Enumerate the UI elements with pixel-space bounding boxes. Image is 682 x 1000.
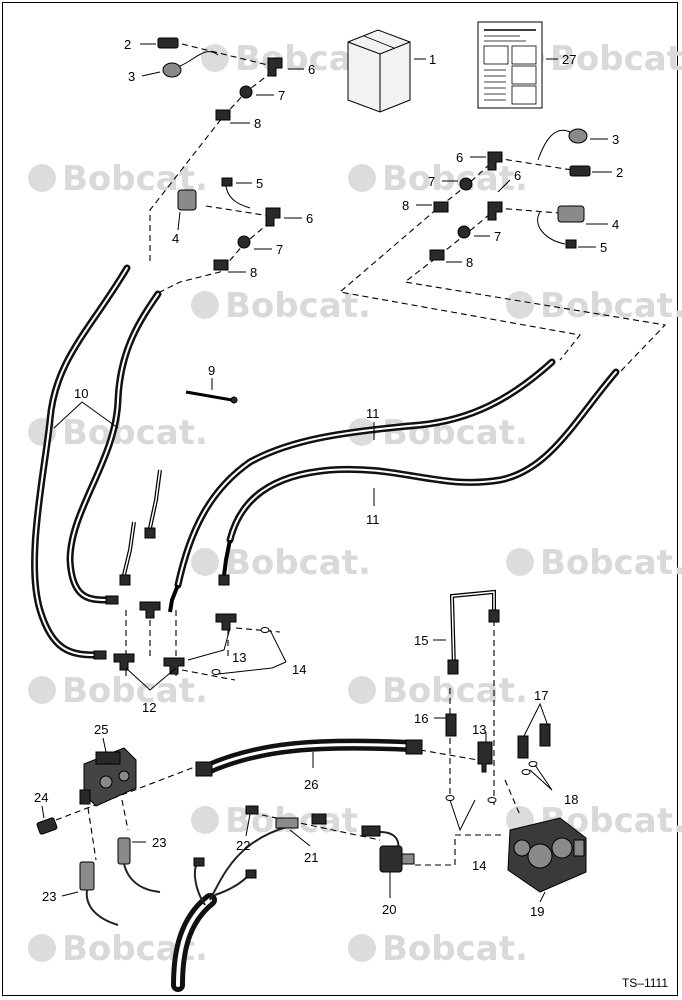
callout-20: 20 (382, 902, 396, 917)
callout-14: 14 (472, 858, 486, 873)
callout-12: 12 (142, 700, 156, 715)
callout-8: 8 (250, 265, 257, 280)
callout-24: 24 (34, 790, 48, 805)
valve-19 (507, 817, 587, 893)
callout-2: 2 (124, 37, 131, 52)
steel-tubes (119, 469, 232, 613)
callout-18: 18 (564, 792, 578, 807)
callout-7: 7 (276, 242, 283, 257)
callout-11: 11 (366, 512, 380, 527)
callout-6: 6 (456, 150, 463, 165)
callout-7: 7 (428, 174, 435, 189)
callout-26: 26 (304, 777, 318, 792)
sensors-23 (79, 837, 161, 926)
valve-25 (79, 747, 137, 807)
callout-21: 21 (304, 850, 318, 865)
hose-26 (195, 738, 423, 777)
watermark-14: Bobcat. (506, 801, 682, 841)
svg-text:Bobcat.: Bobcat. (62, 413, 208, 453)
kit-box (347, 29, 411, 113)
fitting-24 (36, 817, 58, 835)
callout-6: 6 (308, 62, 315, 77)
callout-4: 4 (612, 217, 619, 232)
callout-25: 25 (94, 722, 108, 737)
callout-3: 3 (612, 132, 619, 147)
fittings-top-right (429, 128, 591, 261)
callout-23: 23 (152, 835, 166, 850)
watermark-6: Bobcat. (506, 286, 682, 326)
callout-leaders (41, 43, 612, 903)
svg-text:Bobcat.: Bobcat. (62, 671, 208, 711)
watermark-4: Bobcat. (348, 159, 528, 199)
callout-7: 7 (278, 88, 285, 103)
callout-23: 23 (42, 889, 56, 904)
watermark-10: Bobcat. (506, 543, 682, 583)
callout-3: 3 (128, 69, 135, 84)
callout-16: 16 (414, 711, 428, 726)
instruction-sheet (477, 21, 543, 109)
svg-text:Bobcat.: Bobcat. (540, 286, 682, 326)
callout-15: 15 (414, 633, 428, 648)
callout-1: 1 (429, 52, 436, 67)
watermark-12: Bobcat. (348, 671, 528, 711)
svg-text:Bobcat.: Bobcat. (225, 286, 371, 326)
figure-id-label: TS–1111 (621, 976, 668, 990)
solenoid-20 (361, 825, 415, 873)
svg-text:Bobcat.: Bobcat. (225, 543, 371, 583)
pin-9 (185, 390, 238, 404)
callout-2: 2 (616, 165, 623, 180)
callout-8: 8 (466, 255, 473, 270)
callout-labels: 1 27 2 3 6 7 8 5 4 6 7 8 3 6 2 7 6 8 4 7… (34, 37, 623, 919)
callout-8: 8 (402, 198, 409, 213)
callout-6: 6 (514, 168, 521, 183)
callout-17: 17 (534, 688, 548, 703)
watermark-11: Bobcat. (28, 671, 208, 711)
tee-fittings (113, 601, 538, 803)
hose-10-pair (31, 264, 162, 660)
hose-11-pair (174, 358, 620, 589)
watermark-9: Bobcat. (191, 543, 371, 583)
svg-text:Bobcat.: Bobcat. (382, 929, 528, 969)
steel-tube-15 (447, 589, 500, 675)
callout-8: 8 (254, 116, 261, 131)
callout-7: 7 (494, 229, 501, 244)
svg-text:Bobcat.: Bobcat. (382, 671, 528, 711)
fittings-top-left (157, 37, 283, 271)
callout-19: 19 (530, 904, 544, 919)
svg-text:Bobcat.: Bobcat. (540, 543, 682, 583)
svg-text:Bobcat.: Bobcat. (550, 39, 682, 79)
callout-13: 13 (232, 650, 246, 665)
svg-text:Bobcat.: Bobcat. (382, 159, 528, 199)
watermark-16: Bobcat. (348, 929, 528, 969)
callout-5: 5 (600, 240, 607, 255)
callout-27: 27 (562, 52, 576, 67)
callout-5: 5 (256, 176, 263, 191)
watermark-layer: Bobcat. Bobcat. Bobcat. Bobcat. Bobcat. … (28, 39, 682, 969)
callout-11: 11 (366, 406, 380, 421)
callout-22: 22 (236, 838, 250, 853)
adapters (445, 713, 551, 759)
callout-6: 6 (306, 211, 313, 226)
wire-harness (171, 805, 327, 992)
callout-14: 14 (292, 662, 306, 677)
callout-10: 10 (74, 386, 88, 401)
callout-4: 4 (172, 231, 179, 246)
watermark-5: Bobcat. (191, 286, 371, 326)
callout-13: 13 (472, 722, 486, 737)
callout-9: 9 (208, 363, 215, 378)
assembly-dash-lines (55, 43, 667, 866)
